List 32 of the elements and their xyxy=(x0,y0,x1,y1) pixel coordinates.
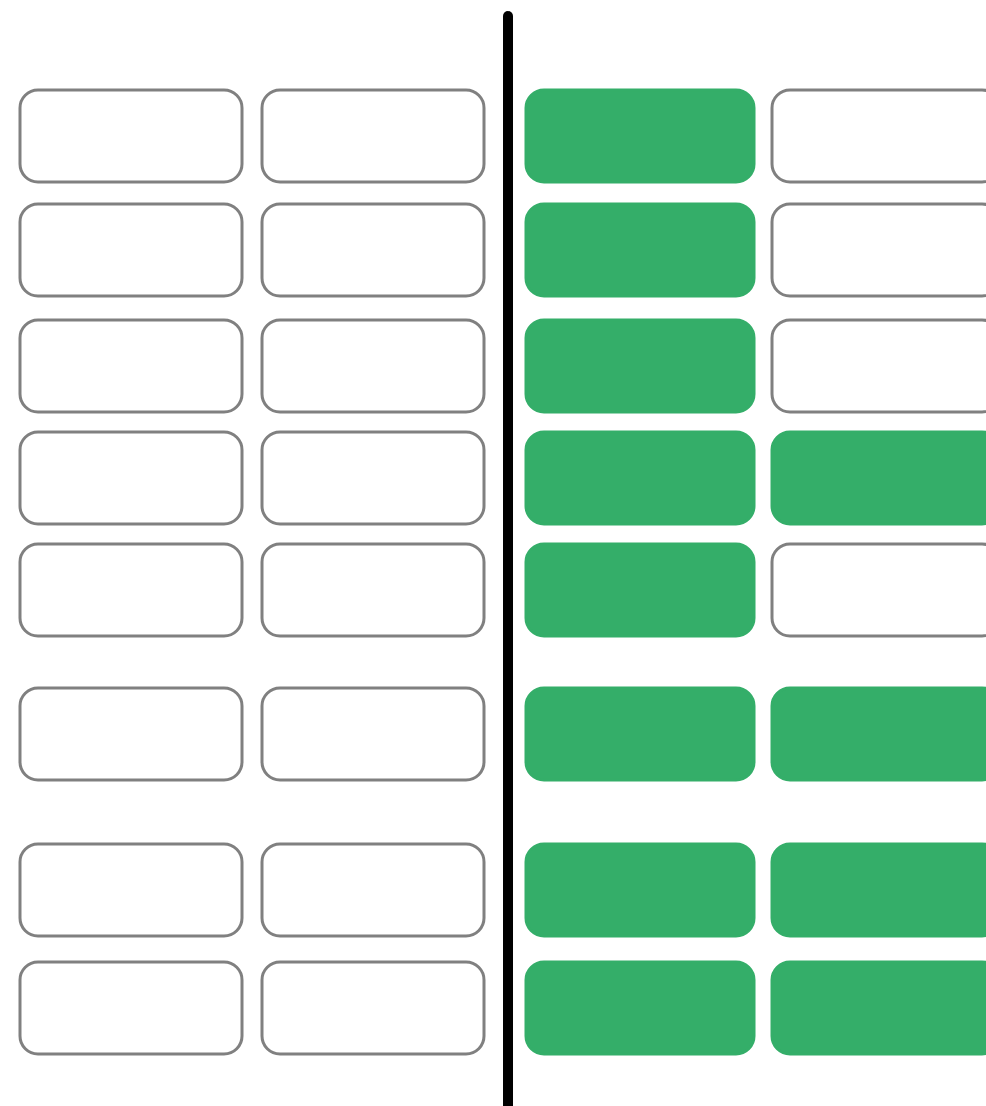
empty-box xyxy=(18,842,244,938)
empty-box xyxy=(260,430,486,526)
filled-box xyxy=(524,202,756,298)
empty-box xyxy=(260,202,486,298)
filled-box xyxy=(770,686,986,782)
empty-box xyxy=(18,542,244,638)
empty-box xyxy=(770,318,986,414)
empty-box xyxy=(18,202,244,298)
empty-box xyxy=(770,202,986,298)
empty-box xyxy=(770,542,986,638)
filled-box xyxy=(524,88,756,184)
empty-box xyxy=(18,430,244,526)
filled-box xyxy=(770,430,986,526)
filled-box xyxy=(524,318,756,414)
filled-box xyxy=(524,960,756,1056)
empty-box xyxy=(260,318,486,414)
filled-box xyxy=(524,686,756,782)
empty-box xyxy=(260,842,486,938)
empty-box xyxy=(260,686,486,782)
empty-box xyxy=(260,542,486,638)
empty-box xyxy=(18,686,244,782)
filled-box xyxy=(524,430,756,526)
empty-box xyxy=(18,960,244,1056)
empty-box xyxy=(18,318,244,414)
empty-box xyxy=(18,88,244,184)
empty-box xyxy=(770,88,986,184)
filled-box xyxy=(770,960,986,1056)
empty-box xyxy=(260,960,486,1056)
filled-box xyxy=(524,542,756,638)
empty-box xyxy=(260,88,486,184)
filled-box xyxy=(524,842,756,938)
filled-box xyxy=(770,842,986,938)
